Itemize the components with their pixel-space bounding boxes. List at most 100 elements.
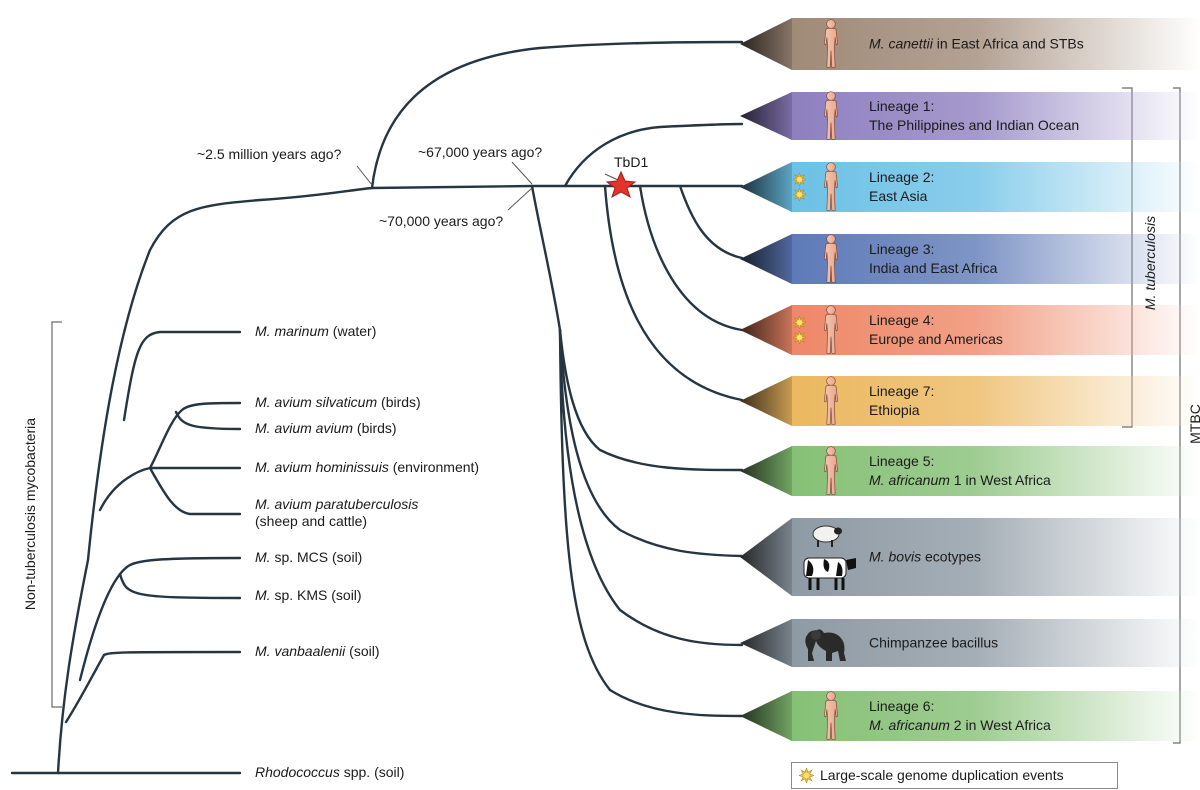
lineage-gradient [792,162,1200,212]
species-label: M. avium paratuberculosis(sheep and catt… [255,496,418,530]
lineage-text: M. canettii in East Africa and STBs [869,35,1084,54]
tree-branch [558,328,744,558]
human-figure-icon [823,376,839,425]
species-label: M. avium silvaticum (birds) [255,394,421,411]
human-figure-icon [823,19,839,68]
tree-branch [603,184,744,402]
tree-branch [98,466,242,512]
species-habitat: (environment) [388,459,480,475]
tree-branch [64,650,242,724]
lineage-name: ecotypes [921,548,982,565]
ntm-bracket [51,321,62,708]
lineage-band: Lineage 6:M. africanum 2 in West Africa [740,691,1200,741]
tree-branch [56,184,534,775]
lineage-gradient [792,446,1200,496]
lineage-region: The Philippines and Indian Ocean [869,117,1080,133]
lineage-gradient [792,376,1200,426]
species-name-italic: M. vanbaalenii [255,643,346,659]
species-label: M. avium hominissuis (environment) [255,459,479,476]
label-pointer [507,187,533,211]
tbd1-star-icon [605,170,637,199]
lineage-gradient [792,619,1200,667]
tree-branch [148,401,242,470]
species-name-italic: Rhodococcus [255,764,340,780]
lineage-name: Lineage 1: [869,98,935,114]
bracket-label-mtbc: MTBC [1187,404,1200,444]
lineage-name: Lineage 3: [869,241,935,257]
lineage-name-italic: M. bovis [869,548,922,565]
human-figure-icon [823,305,839,354]
species-label: M. marinum (water) [255,323,376,340]
sun-icon [793,316,806,329]
tree-branch [530,184,744,472]
lineage-text: M. bovis ecotypes [869,548,981,567]
lineage-region-italic: M. africanum [869,717,950,733]
label-pointer [604,173,619,181]
legend-text: Large-scale genome duplication events [820,767,1064,783]
species-name-italic: M. avium hominissuis [255,459,389,475]
lineage-text: Lineage 3: India and East Africa [869,240,997,278]
lineage-gradient [792,18,1200,70]
sun-icon [793,188,806,201]
species-label: Rhodococcus spp. (soil) [255,764,404,781]
lineage-wedge [740,376,792,426]
lineage-text: Lineage 7:Ethiopia [869,382,934,420]
tree-branch [638,184,744,332]
tree-branch [118,572,242,600]
lineage-region-rest: 1 in West Africa [949,472,1051,488]
lineage-wedge [740,18,792,70]
lineage-wedge [740,691,792,741]
species-name-italic: M. [255,587,271,603]
lineage-text: Lineage 2: East Asia [869,168,934,206]
lineage-gradient [792,305,1200,355]
lineage-band: Lineage 1: The Philippines and Indian Oce… [740,91,1200,140]
species-name-italic: M. avium avium [255,420,354,436]
lineage-wedge [740,446,792,496]
lineage-text: Lineage 5:M. africanum 1 in West Africa [869,452,1051,490]
lineage-text: Lineage 4:Europe and Americas [869,311,1003,349]
tree-branch [78,556,242,682]
time-label-67000: ~67,000 years ago? [418,144,543,160]
lineage-band: M. bovis ecotypes [740,518,1200,596]
bracket-label-mtb: M. tuberculosis [1142,215,1158,311]
human-figure-icon [823,91,839,140]
lineage-text: Lineage 1: The Philippines and Indian Oce… [869,97,1079,135]
lineage-gradient [792,518,1200,596]
human-figure-icon [823,234,839,283]
sun-icon [793,331,806,344]
label-pointer [356,165,373,186]
lineage-region: East Asia [869,188,928,204]
lineage-band: Lineage 3: India and East Africa [740,234,1200,284]
lineage-wedge [740,162,792,212]
lineage-gradient [792,691,1200,741]
lineage-wedge [740,92,792,140]
time-label-2-5-million: ~2.5 million years ago? [197,146,342,162]
species-name-italic: M. avium silvaticum [255,394,378,410]
tree-branch [558,328,744,647]
species-name-italic: M. [255,549,271,565]
human-figure-icon [823,162,839,211]
lineage-text: Chimpanzee bacillus [869,634,998,653]
cow-icon [803,525,856,590]
species-label: M. vanbaalenii (soil) [255,643,380,660]
tree-branch [558,328,744,718]
lineage-name: Chimpanzee bacillus [869,634,999,651]
species-habitat: (water) [328,323,377,339]
lineage-region: India and East Africa [869,260,998,276]
species-habitat: sp. KMS (soil) [270,587,362,603]
species-habitat: (birds) [377,394,421,410]
tree-branch [174,410,242,431]
species-label: M. sp. KMS (soil) [255,587,362,604]
lineage-name: in East Africa and STBs [932,35,1084,52]
tree-branch [148,466,242,516]
tree-branch [563,122,744,188]
tree-branch [370,40,744,190]
species-habitat: spp. (soil) [339,764,405,780]
tree-branch [122,330,242,422]
species-habitat: sp. MCS (soil) [270,549,363,565]
lineage-name-italic: M. canettii [869,35,933,52]
sheep-icon [812,525,842,547]
lineage-region-italic: M. africanum [869,472,950,488]
lineage-name: Lineage 2: [869,169,935,185]
